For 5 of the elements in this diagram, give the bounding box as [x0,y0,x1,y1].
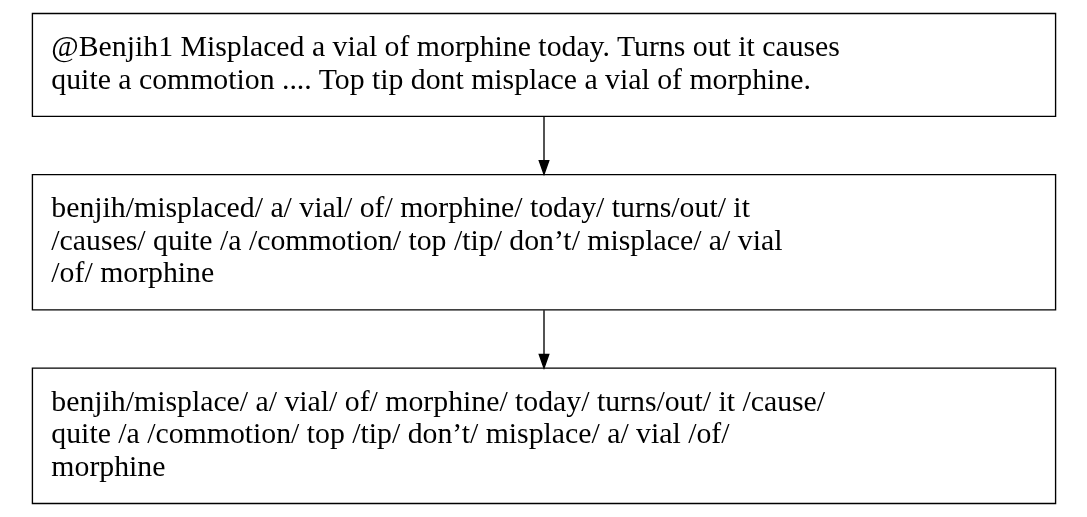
node-box: @Benjih1 Misplaced a vial of morphine today. Turns out it causes quite a commotion .... Top tip dont misplace a vial of morphine. [31,12,1056,118]
arrow [537,116,550,177]
arrow [537,309,550,371]
node-box: benjih/misplaced/ a/ vial/ of/ morphine/ today/ turns/out/ it /causes/ quite /a /commotion/ top /tip/ don’t/ misplace/ a/ vial /of/ morphine [31,173,1056,311]
node-box: benjih/misplace/ a/ vial/ of/ morphine/ today/ turns/out/ it /cause/ quite /a /commotion/ top /tip/ don’t/ misplace/ a/ vial /of/ morphine [31,367,1056,505]
